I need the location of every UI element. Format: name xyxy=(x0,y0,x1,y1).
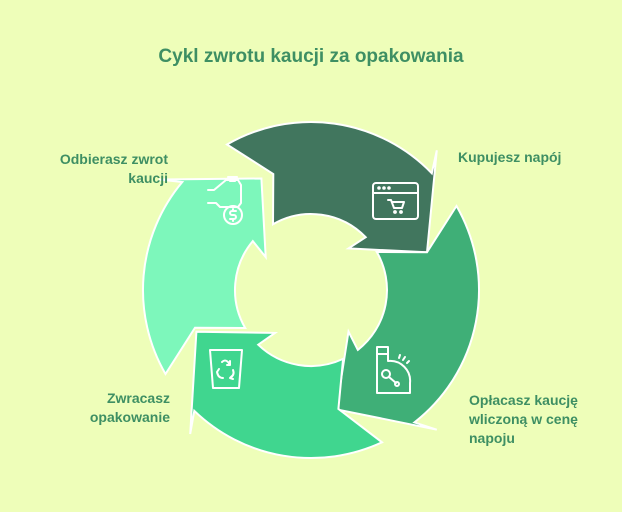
step-label-4: Odbierasz zwrot kaucji xyxy=(59,151,168,186)
money-bag-hand-icon xyxy=(207,176,243,225)
cash-register-icon xyxy=(376,346,412,394)
cycle-arrow-4 xyxy=(142,177,267,376)
cycle-arrow-3 xyxy=(189,330,384,460)
step-label-3: Zwracasz opakowanie xyxy=(89,390,170,425)
step-label-2: Opłacasz kaucję wliczoną w cenę napoju xyxy=(469,392,578,446)
recycle-bin-icon xyxy=(209,349,243,389)
diagram-title: Cykl zwrotu kaucji za opakowania xyxy=(158,46,464,67)
step-label-1: Kupujesz napój xyxy=(458,149,562,165)
cart-browser-icon xyxy=(372,182,419,220)
cycle-arrow-2 xyxy=(335,204,480,431)
